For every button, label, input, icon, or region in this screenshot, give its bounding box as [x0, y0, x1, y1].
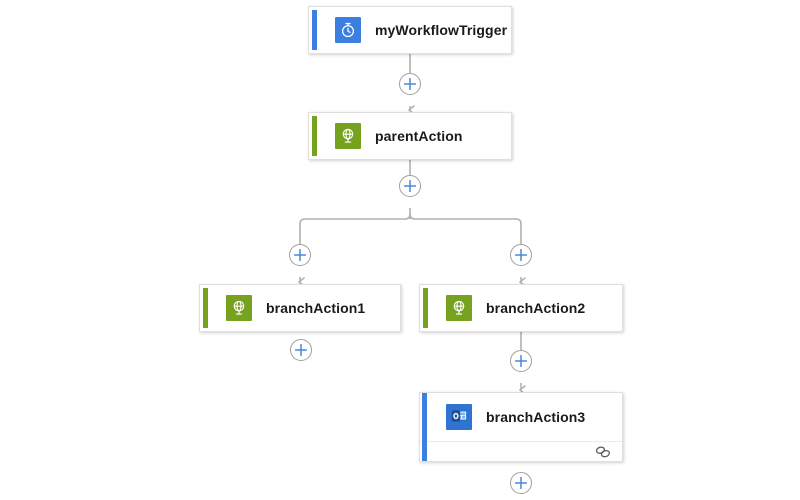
node-accent-bar: [203, 288, 208, 328]
recurrence-timer-icon: [335, 17, 361, 43]
workflow-node-branchaction1[interactable]: branchAction1: [199, 284, 401, 332]
add-step-button-branch-right[interactable]: [510, 244, 532, 266]
node-header: branchAction2: [420, 285, 622, 331]
http-globe-icon: [446, 295, 472, 321]
node-title: branchAction3: [486, 409, 586, 425]
node-accent-bar: [422, 393, 427, 461]
plus-icon: [404, 78, 416, 90]
add-step-button-after-trigger[interactable]: [399, 73, 421, 95]
workflow-node-parentaction[interactable]: parentAction: [308, 112, 512, 160]
node-title: parentAction: [375, 128, 463, 144]
node-accent-bar: [423, 288, 428, 328]
node-header: myWorkflowTrigger: [309, 7, 511, 53]
node-accent-bar: [312, 10, 317, 50]
edge-split-left: [299, 213, 411, 255]
add-step-button-after-parentaction[interactable]: [399, 175, 421, 197]
chain-link-icon[interactable]: [594, 445, 612, 459]
node-header: branchAction3: [420, 393, 622, 441]
add-step-button-after-branchaction1[interactable]: [290, 339, 312, 361]
plus-icon: [294, 249, 306, 261]
http-globe-icon: [226, 295, 252, 321]
workflow-node-branchaction3[interactable]: branchAction3: [419, 392, 623, 462]
outlook-mail-icon: [446, 404, 472, 430]
add-step-button-branch-left[interactable]: [289, 244, 311, 266]
node-accent-bar: [312, 116, 317, 156]
node-title: branchAction2: [486, 300, 586, 316]
add-step-button-after-branchaction2[interactable]: [510, 350, 532, 372]
edge-split-right: [409, 213, 522, 255]
node-header: branchAction1: [200, 285, 400, 331]
node-title: myWorkflowTrigger: [375, 22, 508, 38]
http-globe-icon: [335, 123, 361, 149]
workflow-node-myworkflowtrigger[interactable]: myWorkflowTrigger: [308, 6, 512, 54]
plus-icon: [515, 355, 527, 367]
node-title: branchAction1: [266, 300, 366, 316]
workflow-node-branchaction2[interactable]: branchAction2: [419, 284, 623, 332]
plus-icon: [515, 249, 527, 261]
node-footer: [420, 441, 622, 461]
plus-icon: [515, 477, 527, 489]
plus-icon: [404, 180, 416, 192]
plus-icon: [295, 344, 307, 356]
node-header: parentAction: [309, 113, 511, 159]
add-step-button-after-branchaction3[interactable]: [510, 472, 532, 494]
